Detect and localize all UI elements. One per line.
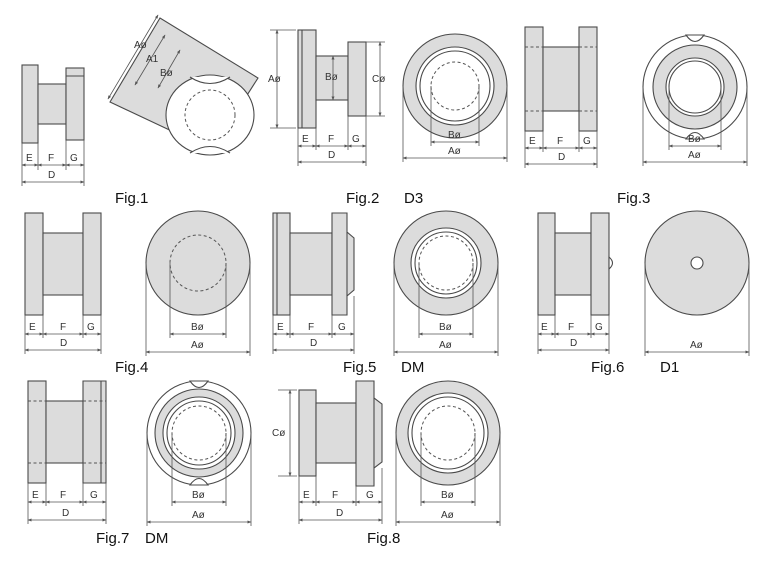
fig2-dim-f: F	[328, 134, 334, 145]
fig5-front-view: Bø Aø	[393, 210, 499, 356]
fig4-dim-g: G	[87, 322, 95, 333]
fig6-dim-f: F	[568, 322, 574, 333]
fig7-caption: Fig.7	[96, 530, 129, 547]
fig4-dim-e: E	[29, 322, 36, 333]
fig4-dim-d: D	[60, 338, 67, 349]
fig7-dim-e: E	[32, 490, 39, 501]
fig7-dim-f: F	[60, 490, 66, 501]
fig7-dim-g: G	[90, 490, 98, 501]
fig7-dim-d: D	[62, 508, 69, 519]
fig5-dim-f: F	[308, 322, 314, 333]
fig4-dim-f: F	[60, 322, 66, 333]
fig2-dim-a: Aø	[268, 74, 281, 85]
fig3-dim-a: Aø	[688, 150, 701, 161]
fig5-dim-b: Bø	[439, 322, 452, 333]
fig1-dim-f: F	[48, 153, 54, 164]
fig8-dim-g: G	[366, 490, 374, 501]
fig1-dim-b: Bø	[160, 68, 173, 79]
fig8-dim-b: Bø	[441, 490, 454, 501]
fig2-dim-a2: Aø	[448, 146, 461, 157]
fig1-dim-g: G	[70, 153, 78, 164]
fig4-front-view: Bø Aø	[145, 210, 251, 356]
fig3-dim-d: D	[558, 152, 565, 163]
fig3-dim-b: Bø	[688, 134, 701, 145]
fig1-side-view: E F G D	[21, 64, 85, 186]
fig6-side-view: E F G D	[537, 212, 614, 354]
fig5-caption: Fig.5	[343, 359, 376, 376]
fig6-front-view: Aø	[644, 210, 750, 356]
fig8-front-view: Bø Aø	[395, 380, 501, 526]
fig3-dim-e: E	[529, 136, 536, 147]
fig5-dim-d: D	[310, 338, 317, 349]
fig8-dim-c: Cø	[272, 428, 285, 439]
fig6-dim-e: E	[541, 322, 548, 333]
fig6-dim-g: G	[595, 322, 603, 333]
variant-dm-label: DM	[401, 359, 424, 376]
fig3-front-view: Bø Aø	[642, 34, 748, 166]
fig4-dim-a: Aø	[191, 340, 204, 351]
fig3-side-view: E F G D	[524, 26, 598, 168]
fig2-dim-d: D	[328, 150, 335, 161]
fig1-iso-view: Aø A1 Bø	[107, 14, 259, 156]
fig6-dim-a: Aø	[690, 340, 703, 351]
fig4-caption: Fig.4	[115, 359, 148, 376]
fig8-dim-f: F	[332, 490, 338, 501]
fig7-dim-b: Bø	[192, 490, 205, 501]
fig4-side-view: E F G D	[24, 212, 102, 354]
fig1-caption: Fig.1	[115, 190, 148, 207]
fig6-dim-d: D	[570, 338, 577, 349]
variant-d1-label: D1	[660, 359, 679, 376]
fig1-dim-e: E	[26, 153, 33, 164]
fig8-dim-a: Aø	[441, 510, 454, 521]
fig7-front-view: Bø Aø	[146, 380, 252, 526]
fig2-caption: Fig.2	[346, 190, 379, 207]
fig8-dim-d: D	[336, 508, 343, 519]
fig1-dim-a1: A1	[146, 54, 159, 65]
fig2-side-view: Aø Bø Cø E F G D	[268, 29, 385, 166]
fig3-dim-g: G	[583, 136, 591, 147]
fig5-dim-e: E	[277, 322, 284, 333]
fig8-dim-e: E	[303, 490, 310, 501]
fig7-dim-a: Aø	[192, 510, 205, 521]
fig2-front-view: Bø Aø	[402, 33, 508, 162]
fig2-dim-b2: Bø	[448, 130, 461, 141]
fig1-dim-d: D	[48, 170, 55, 181]
fig2-dim-c: Cø	[372, 74, 385, 85]
fig1-dim-a: Aø	[134, 40, 147, 51]
fig3-dim-f: F	[557, 136, 563, 147]
fig5-side-view: E F G D	[272, 212, 355, 354]
fig5-dim-a: Aø	[439, 340, 452, 351]
fig4-dim-b: Bø	[191, 322, 204, 333]
fig2-dim-e: E	[302, 134, 309, 145]
fig8-caption: Fig.8	[367, 530, 400, 547]
fig3-caption: Fig.3	[617, 190, 650, 207]
fig5-dim-g: G	[338, 322, 346, 333]
fig6-caption: Fig.6	[591, 359, 624, 376]
variant-dm7-label: DM	[145, 530, 168, 547]
variant-d3-label: D3	[404, 190, 423, 207]
fig8-side-view: Cø E F G D	[272, 380, 383, 524]
fig7-side-view: E F G D	[27, 380, 107, 524]
fig2-dim-b: Bø	[325, 72, 338, 83]
fig2-dim-g: G	[352, 134, 360, 145]
